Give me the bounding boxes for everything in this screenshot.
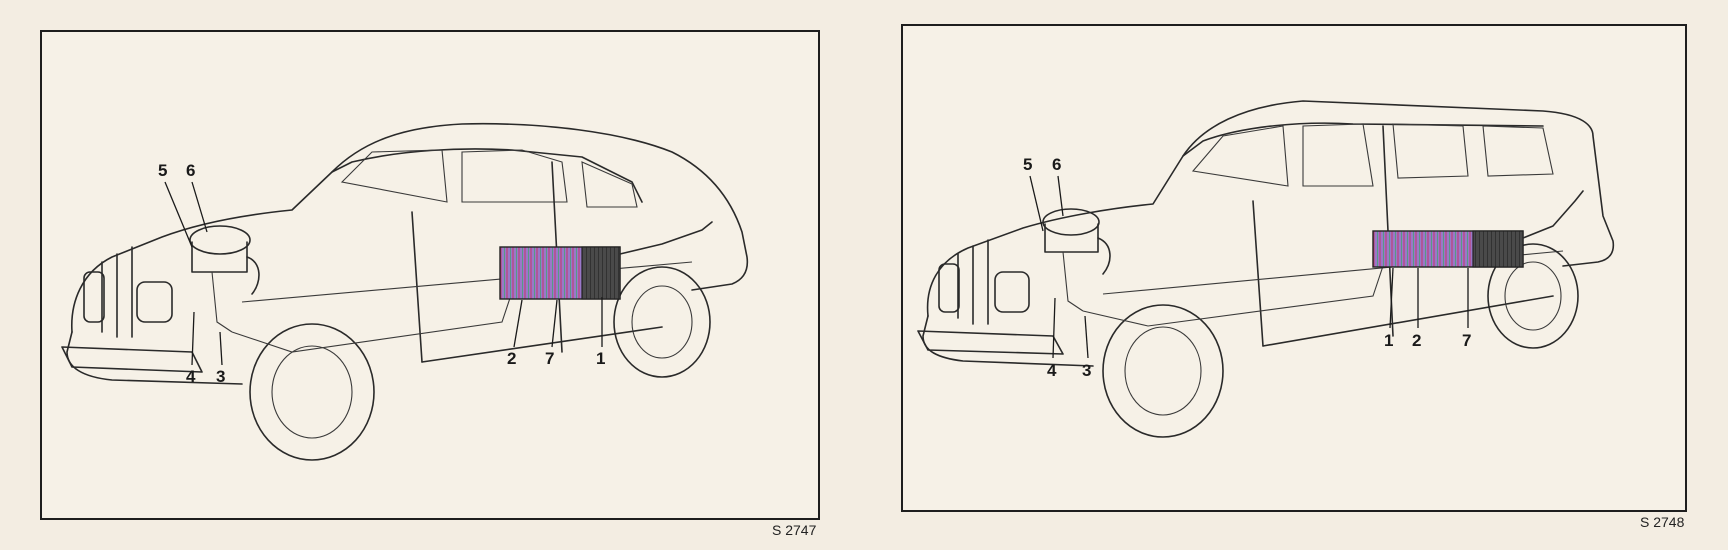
callout-2: 2 bbox=[507, 349, 516, 368]
callout-5: 5 bbox=[1023, 155, 1032, 174]
figure-panel-sedan: 5 6 4 3 2 7 1 bbox=[40, 30, 820, 520]
figure-number-left: S 2747 bbox=[772, 522, 817, 538]
callout-1: 1 bbox=[596, 349, 605, 368]
callout-3: 3 bbox=[1082, 361, 1091, 380]
figure-panel-estate: 5 6 4 3 1 2 7 bbox=[901, 24, 1687, 512]
figure-number-right: S 2748 bbox=[1640, 514, 1685, 530]
callout-6: 6 bbox=[1052, 155, 1061, 174]
sedan-drawing: 5 6 4 3 2 7 1 bbox=[61, 122, 749, 461]
sedan-body bbox=[61, 122, 749, 461]
estate-body bbox=[917, 100, 1615, 438]
callout-7: 7 bbox=[1462, 331, 1471, 350]
callout-4: 4 bbox=[1047, 361, 1057, 380]
callout-3: 3 bbox=[216, 367, 225, 386]
callout-1: 1 bbox=[1384, 331, 1393, 350]
callout-2: 2 bbox=[1412, 331, 1421, 350]
estate-drawing: 5 6 4 3 1 2 7 bbox=[917, 100, 1615, 438]
callout-7: 7 bbox=[545, 349, 554, 368]
callout-6: 6 bbox=[186, 161, 195, 180]
callout-4: 4 bbox=[186, 367, 196, 386]
callout-5: 5 bbox=[158, 161, 167, 180]
